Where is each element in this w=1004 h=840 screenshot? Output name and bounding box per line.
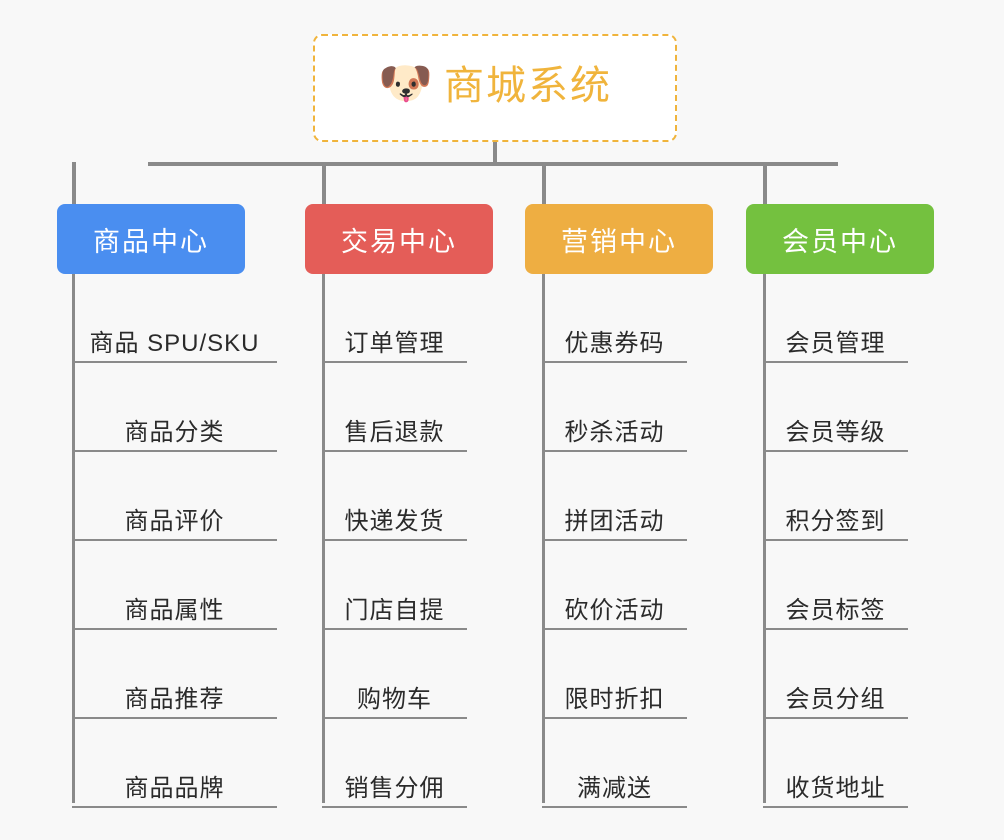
leaf-item[interactable]: 秒杀活动: [542, 363, 687, 452]
leaf-item-label: 商品 SPU/SKU: [89, 329, 260, 357]
leaf-item[interactable]: 商品属性: [72, 541, 277, 630]
connector-drop-1: [72, 162, 76, 204]
leaf-item[interactable]: 砍价活动: [542, 541, 687, 630]
leaf-item-label: 商品属性: [124, 596, 225, 624]
leaf-item-label: 订单管理: [344, 329, 445, 357]
category-box-4[interactable]: 会员中心: [746, 204, 934, 274]
leaf-item[interactable]: 订单管理: [322, 274, 467, 363]
connector-drop-3: [542, 162, 546, 204]
category-box-3[interactable]: 营销中心: [525, 204, 713, 274]
root-title: 商城系统: [444, 64, 612, 108]
leaf-item[interactable]: 收货地址: [763, 719, 908, 808]
leaf-item-label: 商品评价: [124, 507, 225, 535]
leaf-item-label: 商品分类: [124, 418, 225, 446]
leaf-item[interactable]: 限时折扣: [542, 630, 687, 719]
leaf-item-label: 门店自提: [344, 596, 445, 624]
leaf-item[interactable]: 优惠券码: [542, 274, 687, 363]
leaf-item-label: 限时折扣: [564, 685, 665, 713]
leaf-spine: [72, 274, 75, 803]
leaf-item-label: 会员标签: [785, 596, 886, 624]
leaf-item[interactable]: 门店自提: [322, 541, 467, 630]
leaf-item[interactable]: 销售分佣: [322, 719, 467, 808]
leaf-item[interactable]: 会员标签: [763, 541, 908, 630]
leaf-item[interactable]: 会员管理: [763, 274, 908, 363]
root-node[interactable]: 🐶 商城系统: [313, 34, 677, 142]
leaf-item[interactable]: 积分签到: [763, 452, 908, 541]
leaf-item-label: 砍价活动: [564, 596, 665, 624]
leaf-item[interactable]: 会员分组: [763, 630, 908, 719]
leaf-item-label: 积分签到: [785, 507, 886, 535]
leaf-item[interactable]: 购物车: [322, 630, 467, 719]
leaf-item-label: 拼团活动: [564, 507, 665, 535]
leaf-item-label: 购物车: [357, 685, 432, 713]
connector-drop-4: [763, 162, 767, 204]
connector-root-stem: [493, 142, 497, 166]
leaf-item-label: 满减送: [577, 774, 652, 802]
leaf-item[interactable]: 会员等级: [763, 363, 908, 452]
leaf-item[interactable]: 拼团活动: [542, 452, 687, 541]
leaf-item-label: 销售分佣: [344, 774, 445, 802]
leaf-item[interactable]: 商品品牌: [72, 719, 277, 808]
leaf-item[interactable]: 满减送: [542, 719, 687, 808]
leaf-item-label: 会员分组: [785, 685, 886, 713]
category-box-2[interactable]: 交易中心: [305, 204, 493, 274]
leaf-item[interactable]: 商品评价: [72, 452, 277, 541]
leaf-item[interactable]: 售后退款: [322, 363, 467, 452]
leaf-item-label: 优惠券码: [564, 329, 665, 357]
leaf-spine: [322, 274, 325, 803]
leaf-item-label: 收货地址: [785, 774, 886, 802]
leaf-item[interactable]: 商品 SPU/SKU: [72, 274, 277, 363]
category-label: 会员中心: [782, 226, 898, 257]
leaf-item-label: 商品品牌: [124, 774, 225, 802]
leaf-item-label: 快递发货: [344, 507, 445, 535]
category-label: 交易中心: [341, 226, 457, 257]
leaf-spine: [542, 274, 545, 803]
leaf-item-label: 售后退款: [344, 418, 445, 446]
category-label: 商品中心: [93, 226, 209, 257]
shiba-dog-face-icon: 🐶: [378, 59, 433, 108]
leaf-item-label: 秒杀活动: [564, 418, 665, 446]
leaf-item-label: 会员等级: [785, 418, 886, 446]
leaf-item[interactable]: 快递发货: [322, 452, 467, 541]
connector-drop-2: [322, 162, 326, 204]
leaf-item[interactable]: 商品推荐: [72, 630, 277, 719]
connector-horizontal-bus: [148, 162, 838, 166]
category-box-1[interactable]: 商品中心: [57, 204, 245, 274]
leaf-item-label: 会员管理: [785, 329, 886, 357]
leaf-item[interactable]: 商品分类: [72, 363, 277, 452]
leaf-item-label: 商品推荐: [124, 685, 225, 713]
leaf-spine: [763, 274, 766, 803]
category-label: 营销中心: [561, 226, 677, 257]
